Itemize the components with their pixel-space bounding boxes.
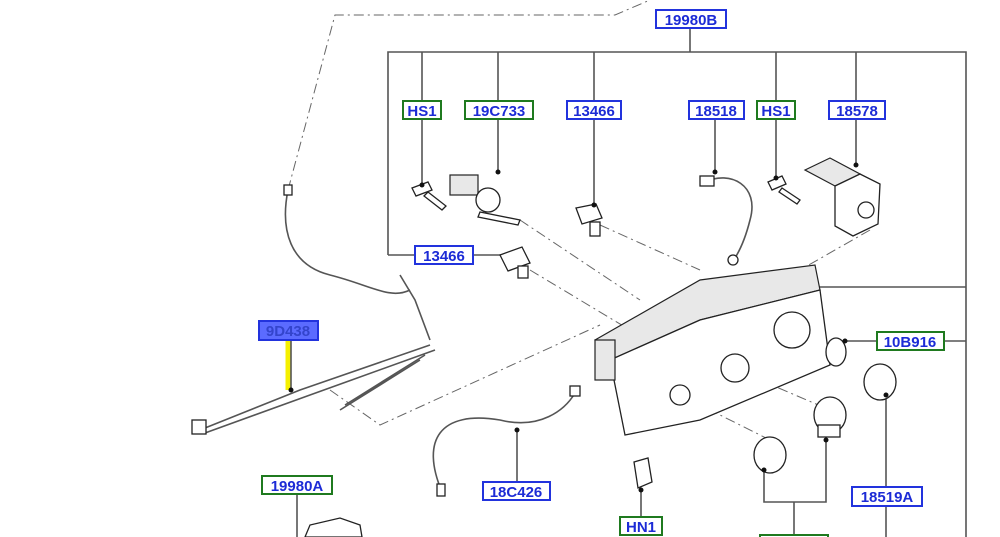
callout-13466-top[interactable]: 13466 (566, 100, 622, 120)
callout-hs1-right[interactable]: HS1 (756, 100, 796, 120)
callout-13466-left[interactable]: 13466 (414, 245, 474, 265)
connector-19980a (304, 517, 363, 537)
hose-assembly-9d438 (191, 184, 436, 435)
callout-18c426[interactable]: 18C426 (482, 481, 551, 501)
svg-text:9D438: 9D438 (266, 323, 310, 340)
callout-cut-off[interactable] (759, 534, 829, 537)
svg-text:19980B: 19980B (665, 12, 718, 29)
svg-text:HN1: HN1 (626, 519, 656, 536)
svg-text:13466: 13466 (573, 103, 615, 120)
leader-lines (285, 28, 967, 537)
screw-left (411, 181, 447, 211)
svg-text:18C426: 18C426 (490, 484, 543, 501)
svg-text:19980A: 19980A (271, 478, 324, 495)
svg-text:19C733: 19C733 (473, 103, 526, 120)
svg-text:HS1: HS1 (761, 103, 790, 120)
control-unit (594, 264, 831, 436)
svg-text:HS1: HS1 (407, 103, 436, 120)
callout-18578[interactable]: 18578 (828, 100, 886, 120)
screw-right (767, 175, 801, 205)
svg-text:18518: 18518 (695, 103, 737, 120)
callout-9d438[interactable]: 9D438 (258, 320, 319, 341)
svg-text:18519A: 18519A (861, 489, 914, 506)
cable-18c426 (432, 385, 581, 497)
callout-hs1-left[interactable]: HS1 (402, 100, 442, 120)
svg-text:13466: 13466 (423, 248, 465, 265)
bulb-holder-left (499, 246, 531, 279)
svg-text:10B916: 10B916 (884, 334, 937, 351)
actuator-19c733 (449, 169, 521, 226)
knob-ring (825, 337, 848, 367)
callout-19980a[interactable]: 19980A (261, 475, 333, 495)
knobs (753, 363, 897, 474)
callout-19980b[interactable]: 19980B (655, 9, 727, 29)
switch-18578 (803, 157, 881, 237)
callout-hn1[interactable]: HN1 (619, 516, 663, 536)
cable-18518 (699, 169, 753, 266)
callout-10b916[interactable]: 10B916 (876, 331, 945, 351)
callout-18518[interactable]: 18518 (688, 100, 745, 120)
callout-19c733[interactable]: 19C733 (464, 100, 534, 120)
callout-18519a[interactable]: 18519A (851, 486, 923, 507)
svg-text:18578: 18578 (836, 103, 878, 120)
clip-hn1 (633, 457, 653, 493)
bulb-holder-top (575, 202, 603, 237)
